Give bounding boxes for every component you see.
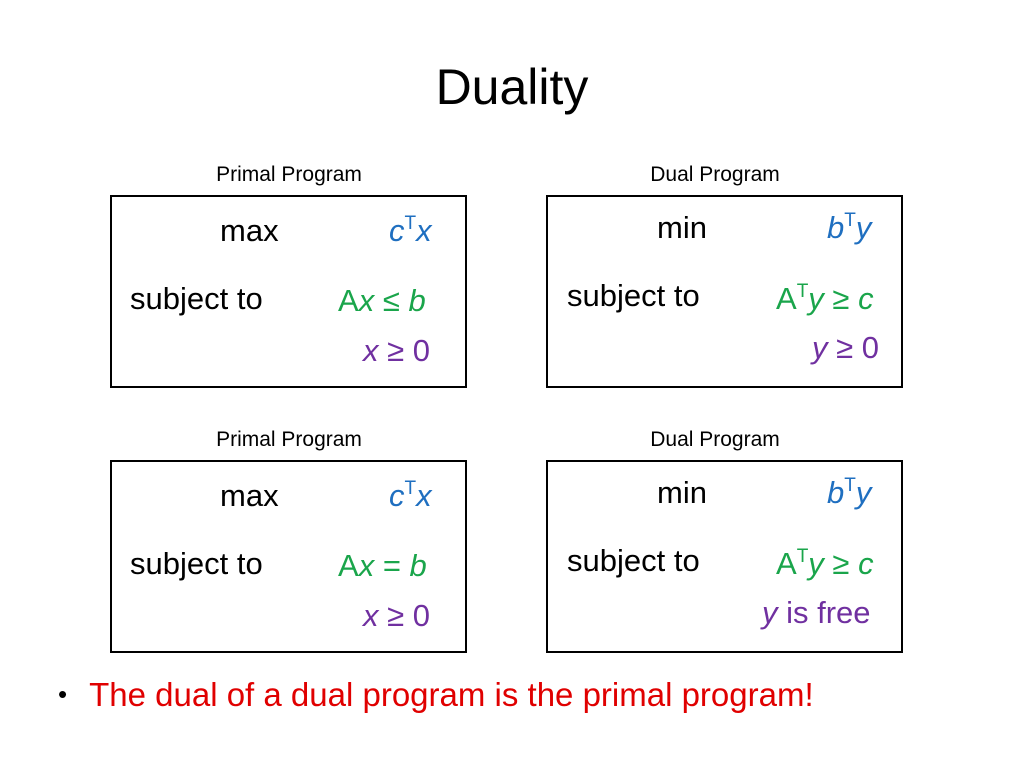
free-variable-constraint: y is free: [762, 595, 871, 630]
objective-expression: cTx: [389, 478, 432, 513]
objective-word: max: [220, 478, 279, 513]
constraint-expression: ATy ≥ c: [776, 546, 874, 581]
primal-program-box: max cTx subject to Ax ≤ b x ≥ 0: [110, 195, 467, 388]
dual-program-box: min bTy subject to ATy ≥ c y is free: [546, 460, 903, 653]
nonnegativity-constraint: x ≥ 0: [363, 333, 430, 368]
dual-program-box: min bTy subject to ATy ≥ c y ≥ 0: [546, 195, 903, 388]
bullet-point: • The dual of a dual program is the prima…: [58, 678, 814, 711]
objective-word: min: [657, 210, 707, 245]
objective-expression: bTy: [827, 210, 872, 245]
subject-to-label: subject to: [567, 278, 700, 313]
nonnegativity-constraint: y ≥ 0: [812, 330, 879, 365]
primal-program-box: max cTx subject to Ax = b x ≥ 0: [110, 460, 467, 653]
constraint-expression: ATy ≥ c: [776, 281, 874, 316]
bullet-text: The dual of a dual program is the primal…: [89, 676, 814, 713]
objective-expression: cTx: [389, 213, 432, 248]
primal-program-label: Primal Program: [216, 163, 362, 186]
primal-program-label: Primal Program: [216, 428, 362, 451]
subject-to-label: subject to: [130, 546, 263, 581]
slide-title: Duality: [435, 59, 589, 115]
constraint-expression: Ax = b: [338, 548, 427, 583]
objective-expression: bTy: [827, 475, 872, 510]
objective-word: max: [220, 213, 279, 248]
subject-to-label: subject to: [130, 281, 263, 316]
dual-program-label: Dual Program: [650, 163, 780, 186]
dual-program-label: Dual Program: [650, 428, 780, 451]
constraint-expression: Ax ≤ b: [338, 283, 426, 318]
nonnegativity-constraint: x ≥ 0: [363, 598, 430, 633]
subject-to-label: subject to: [567, 543, 700, 578]
bullet-dot-icon: •: [58, 679, 68, 709]
objective-word: min: [657, 475, 707, 510]
